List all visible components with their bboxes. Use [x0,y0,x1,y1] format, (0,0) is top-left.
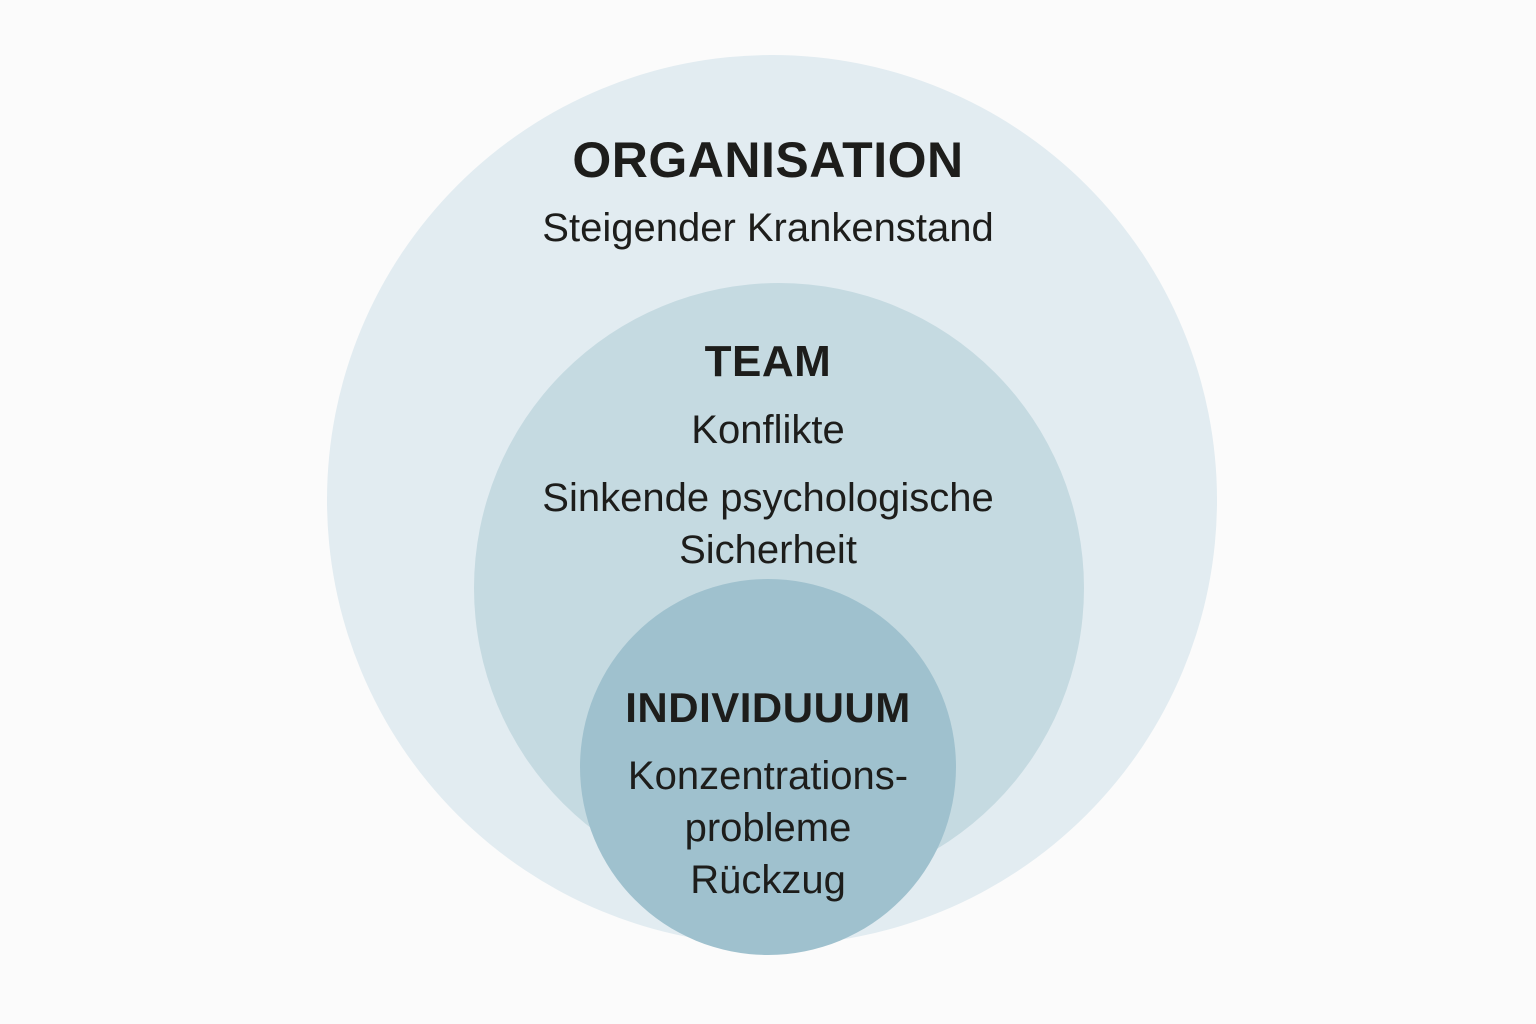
individuum-item-line: Konzentrations- [627,754,909,798]
individuum-label-block: INDIVIDUUUM Konzentrations- probleme Rüc… [318,682,1218,906]
team-item-line: Konflikte [691,408,845,452]
team-item-line: Sinkende psychologische [542,476,994,520]
individuum-title: INDIVIDUUUM [625,684,911,731]
team-label-block: TEAM Konflikte Sinkende psychologische S… [318,336,1218,576]
team-title: TEAM [704,337,832,386]
organisation-item-line: Steigender Krankenstand [542,206,994,250]
team-item-konflikte: Konflikte [318,404,1218,456]
individuum-item-line: probleme [684,806,852,850]
individuum-item-konzentration: Konzentrations- probleme [318,750,1218,854]
team-item-sicherheit: Sinkende psychologische Sicherheit [318,472,1218,576]
organisation-title: ORGANISATION [572,132,964,188]
individuum-circle [580,579,956,955]
organisation-label-block: ORGANISATION Steigender Krankenstand [318,134,1218,254]
team-item-line: Sicherheit [679,528,857,572]
organisation-item: Steigender Krankenstand [318,202,1218,254]
individuum-item-line: Rückzug [690,858,846,902]
individuum-item-rueckzug: Rückzug [318,854,1218,906]
